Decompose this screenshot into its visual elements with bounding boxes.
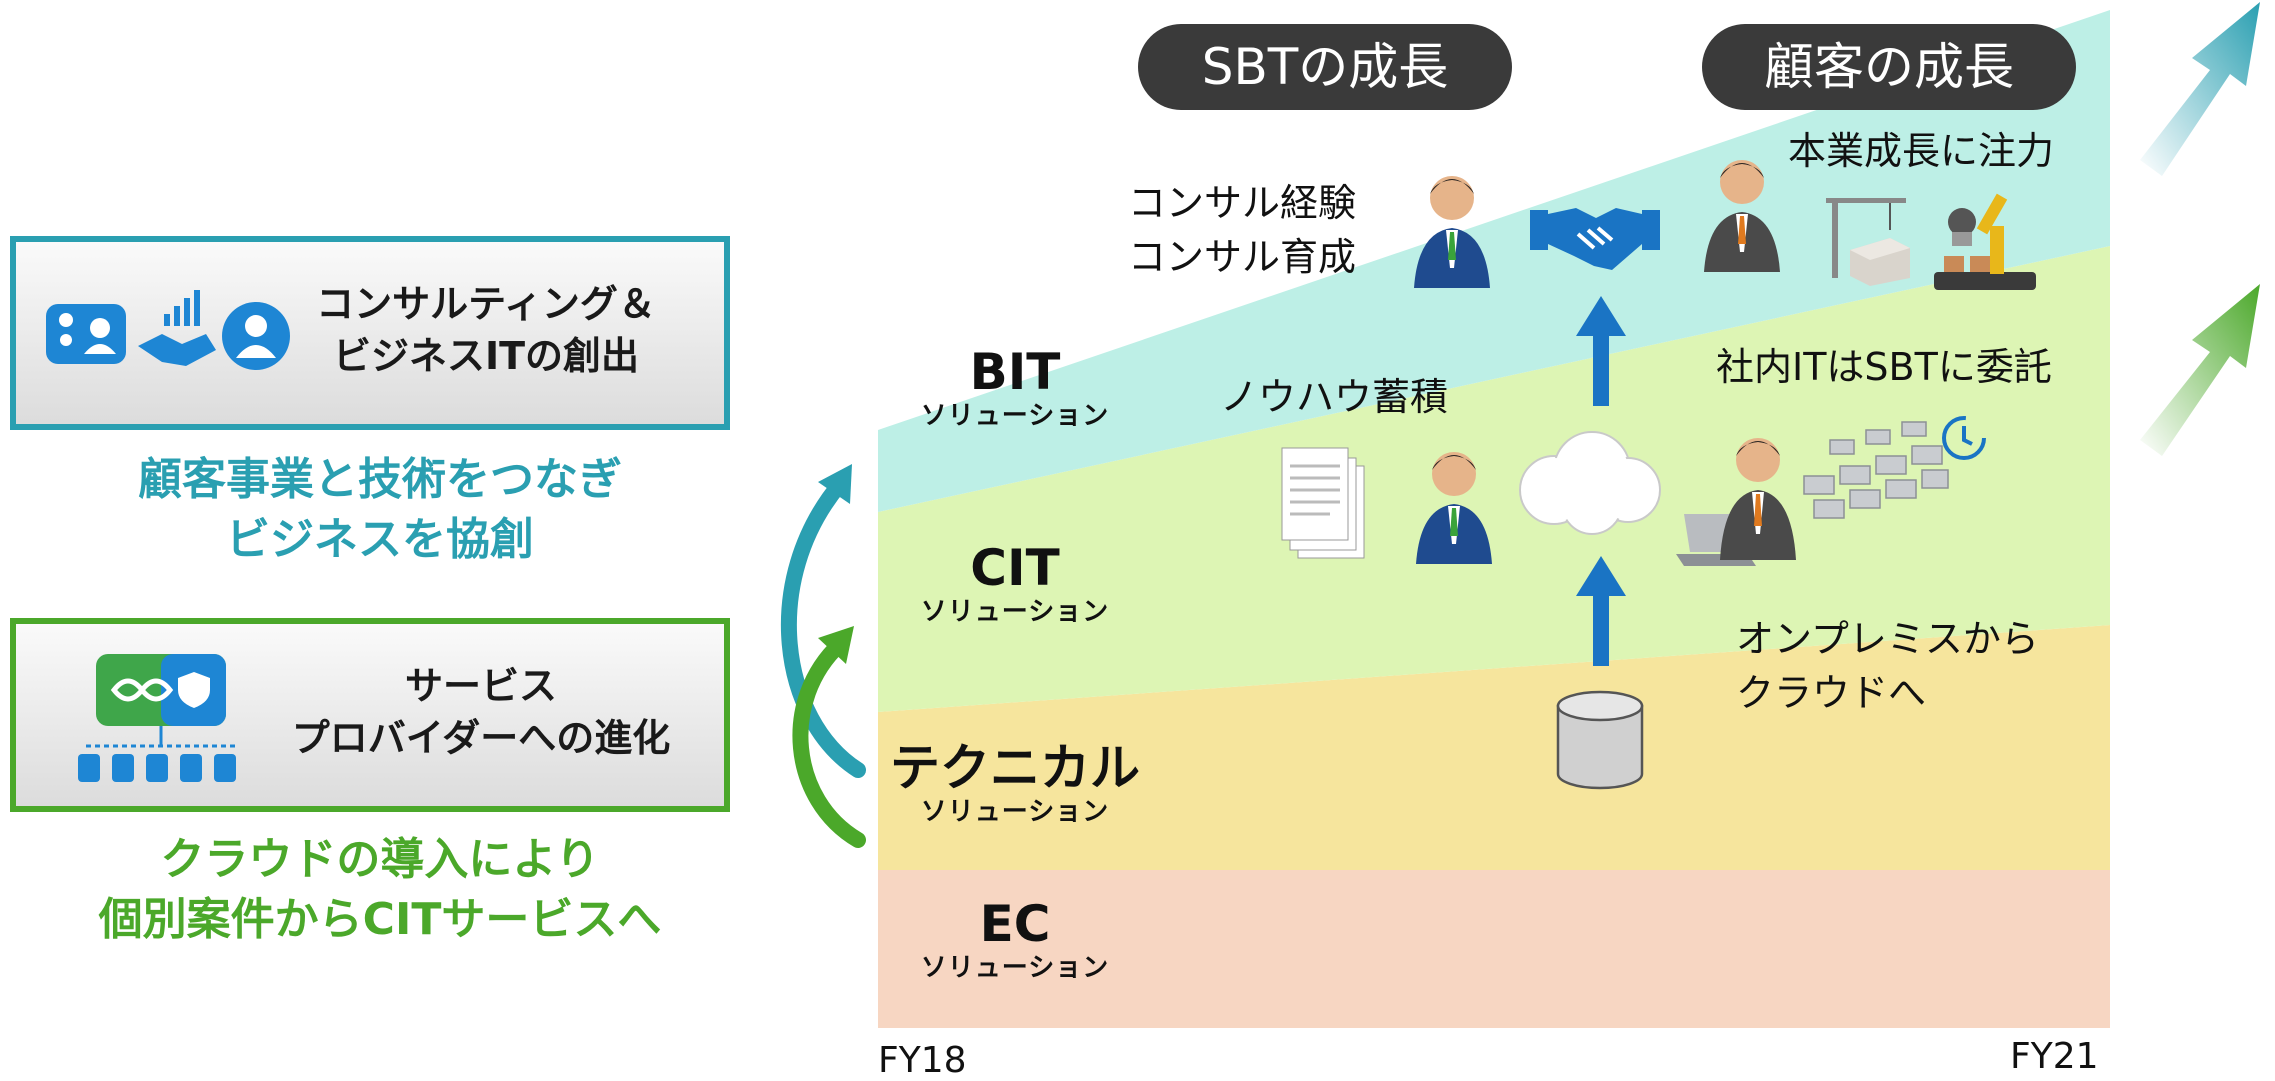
knowhow-note: ノウハウ蓄積	[1220, 375, 1449, 419]
up-arrow-icon	[1576, 296, 1626, 406]
service-box: サービス プロバイダーへの進化	[10, 618, 730, 812]
service-icon-cluster	[76, 654, 256, 794]
crane-icon	[1826, 198, 1910, 286]
axis-end-label: FY21	[2010, 1036, 2099, 1077]
core-business-note: 本業成長に注力	[1788, 129, 2055, 173]
service-caption: クラウドの導入により 個別案件からCITサービスへ	[98, 834, 662, 945]
handshake-icon	[1530, 208, 1660, 270]
outsourcing-businessman-icon	[1720, 438, 1796, 560]
database-icon	[1556, 690, 1644, 790]
consulting-box-title: コンサルティング＆ ビジネスITの創出	[316, 282, 656, 378]
growth-arrows	[2140, 2, 2260, 456]
cit-layer	[878, 246, 2110, 712]
robot-arm-icon	[1934, 193, 2036, 290]
customer-businessman-icon	[1704, 160, 1780, 272]
office-desks-icon	[1803, 421, 1949, 519]
consulting-caption: 顧客事業と技術をつなぎ ビジネスを協創	[138, 454, 622, 565]
consulting-icon-cluster	[46, 284, 296, 384]
documents-icon	[1281, 447, 1365, 559]
layer-label-technical: テクニカルソリューション	[890, 739, 1140, 827]
knowhow-businessman-icon	[1416, 452, 1492, 564]
cloud-icon	[1519, 431, 1661, 535]
service-box-title: サービス プロバイダーへの進化	[291, 664, 671, 760]
clock-icon	[1942, 416, 1986, 460]
businessman-icon	[1414, 176, 1490, 288]
outsourcing-note: 社内ITはSBTに委託	[1716, 345, 2052, 389]
ec-layer	[878, 870, 2110, 1028]
transition-arrows	[780, 464, 866, 848]
customer-growth-pill: 顧客の成長	[1702, 24, 2076, 110]
bit-layer	[878, 10, 2110, 512]
up-arrow-icon	[1576, 556, 1626, 666]
technical-layer	[878, 625, 2110, 870]
axis-start-label: FY18	[878, 1040, 967, 1081]
consulting-box: コンサルティング＆ ビジネスITの創出	[10, 236, 730, 430]
sbt-growth-pill: SBTの成長	[1138, 24, 1512, 110]
cloud-shift-note: オンプレミスからクラウドへ	[1736, 617, 2039, 715]
consulting-note: コンサル経験コンサル育成	[1128, 181, 1357, 279]
